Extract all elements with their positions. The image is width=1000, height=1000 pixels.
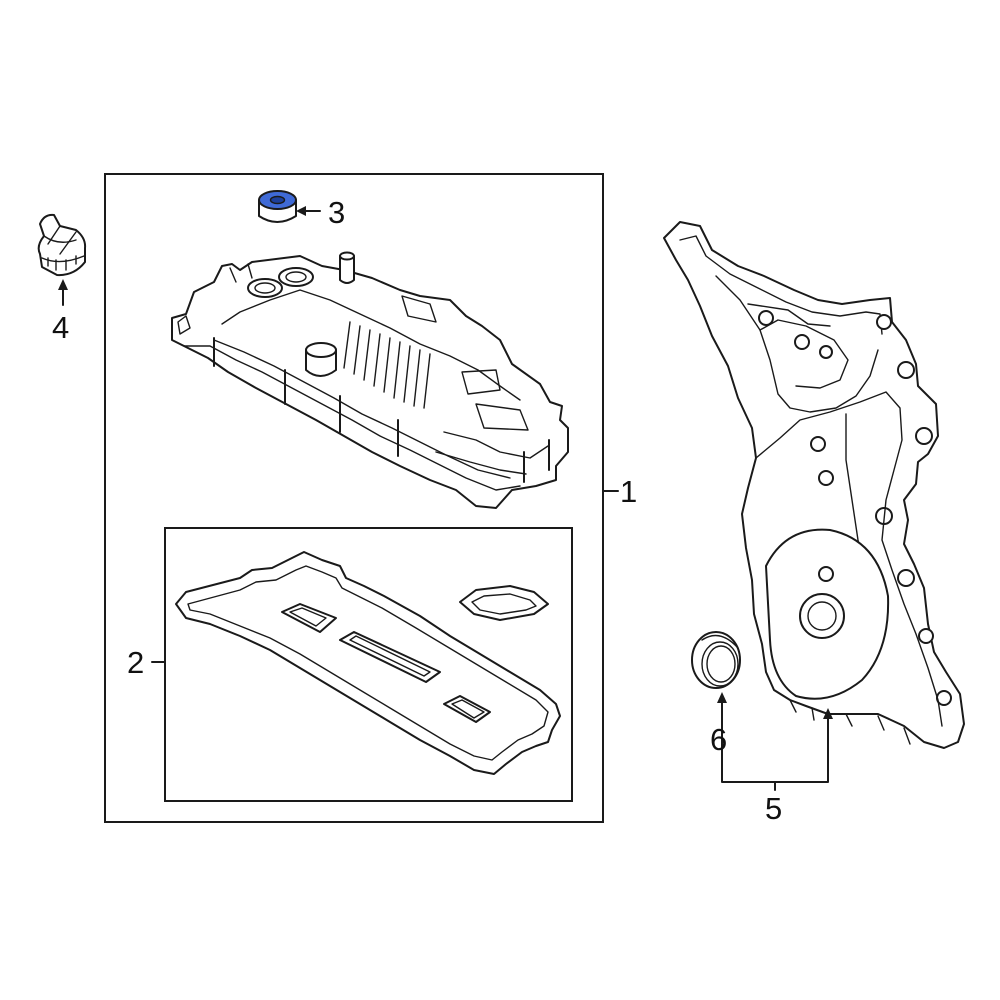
- oil-filler-cap-part[interactable]: [37, 213, 87, 277]
- callout-2: 2: [127, 645, 144, 680]
- assembly-box: [104, 173, 604, 823]
- valve-cover-part[interactable]: [171, 251, 569, 509]
- callout-labels: 1 2 3 4 5 6: [52, 195, 782, 826]
- callout-3: 3: [328, 195, 345, 230]
- leader-lines: [58, 206, 833, 791]
- callout-4: 4: [52, 310, 69, 345]
- gasket-box: [164, 527, 573, 802]
- callout-1: 1: [620, 474, 637, 509]
- callout-6: 6: [710, 722, 727, 757]
- callout-5: 5: [765, 791, 782, 826]
- crankshaft-seal-part[interactable]: [691, 631, 741, 689]
- grommet-part[interactable]: [258, 190, 297, 223]
- valve-cover-gasket-part[interactable]: [175, 551, 561, 775]
- timing-cover-part[interactable]: [663, 221, 965, 749]
